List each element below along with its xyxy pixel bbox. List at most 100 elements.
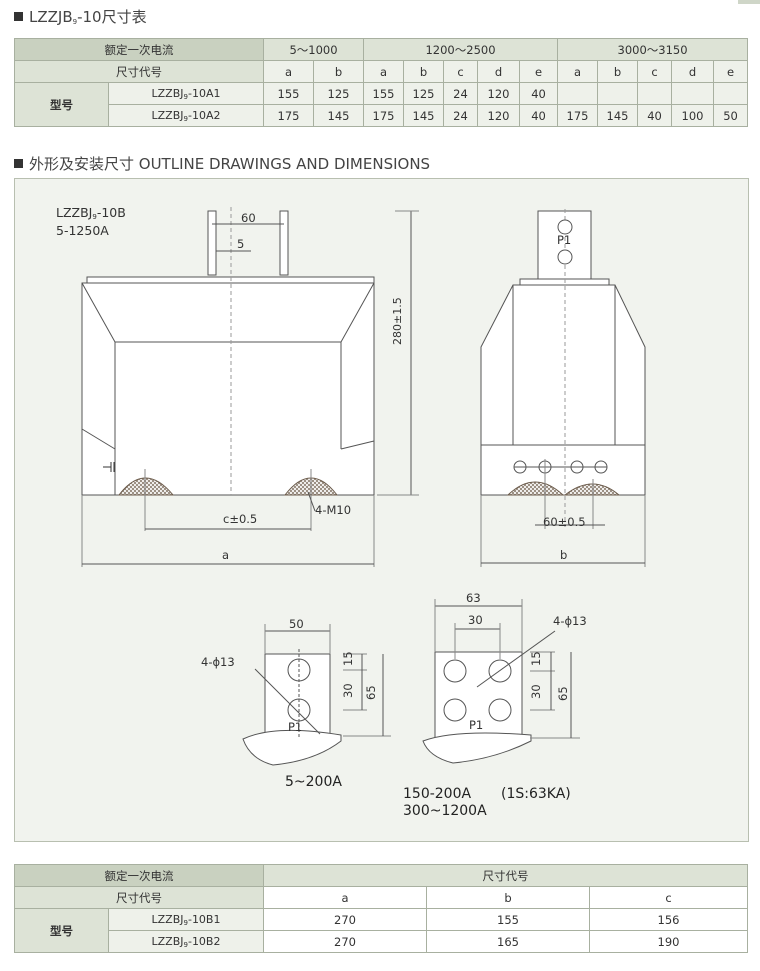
outline-drawing-panel xyxy=(14,178,749,842)
value-cell: 156 xyxy=(588,908,749,931)
code-cell: a xyxy=(263,60,314,83)
model-name: LZZBJ9-10A1 xyxy=(108,82,264,105)
value-cell: 175 xyxy=(557,104,599,127)
table-row: 额定一次电流 尺寸代号 xyxy=(14,864,749,887)
value-cell xyxy=(597,82,639,105)
model-name: LZZBJ9-10A2 xyxy=(108,104,264,127)
label-p1-right: P1 xyxy=(469,718,484,732)
caption-right-1: 150-200A xyxy=(403,786,472,802)
model-label: 型号 xyxy=(14,908,109,953)
label-p1-side: P1 xyxy=(557,233,572,247)
model-name: LZZBJ9-10B1 xyxy=(108,908,264,931)
corner-mark xyxy=(738,0,760,4)
table-row: 型号 LZZBJ9-10A1 155 125 155 125 24 120 40 xyxy=(14,82,749,127)
value-cell: 40 xyxy=(518,104,559,127)
dimension-table-a: 额定一次电流 5～1000 1200～2500 3000～3150 尺寸代号 a… xyxy=(14,38,749,127)
code-cell: d xyxy=(671,60,715,83)
code-cell: a xyxy=(363,60,404,83)
model-label: 型号 xyxy=(14,82,109,127)
dim-50: 50 xyxy=(289,617,304,631)
value-cell: 270 xyxy=(263,930,427,953)
value-cell: 125 xyxy=(403,82,444,105)
dim-30-right: 30 xyxy=(529,684,543,699)
code-cell: c xyxy=(443,60,478,83)
dim-63: 63 xyxy=(466,591,481,605)
section-title-outline: 外形及安装尺寸 OUTLINE DRAWINGS AND DIMENSIONS xyxy=(14,153,430,174)
value-cell: 190 xyxy=(588,930,749,953)
value-cell: 24 xyxy=(443,104,478,127)
dim-65-right: 65 xyxy=(556,686,570,701)
value-cell: 175 xyxy=(363,104,404,127)
value-cell: 145 xyxy=(597,104,639,127)
value-cell: 175 xyxy=(263,104,314,127)
code-cell: b xyxy=(426,886,590,909)
dim-15-left: 15 xyxy=(341,651,355,666)
header-size-code-span: 尺寸代号 xyxy=(262,864,749,887)
value-cell: 155 xyxy=(263,82,314,105)
terminal-bar-right xyxy=(279,210,289,276)
model-name: LZZBJ9-10B2 xyxy=(108,930,264,953)
table-row: 额定一次电流 5～1000 1200～2500 3000～3150 xyxy=(14,38,749,61)
dimension-table-b: 额定一次电流 尺寸代号 尺寸代号 a b c 型号 LZZBJ9-10B1 27… xyxy=(14,864,749,953)
value-cell: 270 xyxy=(263,908,427,931)
code-cell: a xyxy=(557,60,599,83)
code-cell: c xyxy=(588,886,749,909)
value-cell: 145 xyxy=(313,104,364,127)
code-cell: b xyxy=(403,60,444,83)
dim-c: c±0.5 xyxy=(223,512,258,526)
header-rated-current: 额定一次电流 xyxy=(14,38,264,61)
dim-5: 5 xyxy=(237,237,245,251)
dim-30-left: 30 xyxy=(341,683,355,698)
header-size-code: 尺寸代号 xyxy=(14,886,264,909)
dim-15-right: 15 xyxy=(529,651,543,666)
value-cell xyxy=(557,82,599,105)
drawing-range: 5-1250A xyxy=(56,223,109,238)
value-cell xyxy=(713,82,749,105)
section-title-dimensions: LZZJB9-10尺寸表 xyxy=(14,6,147,27)
value-cell: 120 xyxy=(477,82,520,105)
dim-4-m10: 4-M10 xyxy=(315,503,352,517)
code-cell: c xyxy=(637,60,673,83)
value-cell xyxy=(671,82,715,105)
code-cell: b xyxy=(597,60,639,83)
caption-left: 5~200A xyxy=(285,774,342,790)
square-bullet-icon xyxy=(14,159,23,168)
header-size-code: 尺寸代号 xyxy=(14,60,264,83)
transformer-body-front xyxy=(81,282,375,496)
code-cell: e xyxy=(713,60,749,83)
value-cell: 100 xyxy=(671,104,715,127)
value-cell: 165 xyxy=(426,930,590,953)
value-cell: 50 xyxy=(713,104,749,127)
caption-right-2: 300~1200A xyxy=(403,803,487,819)
dim-280: 280±1.5 xyxy=(391,297,404,345)
header-range: 3000～3150 xyxy=(557,38,749,61)
value-cell: 125 xyxy=(313,82,364,105)
table-row: 尺寸代号 a b a b c d e a b c d e xyxy=(14,60,749,83)
header-range: 5～1000 xyxy=(263,38,364,61)
label-p1-left: P1 xyxy=(288,720,303,734)
transformer-body-side xyxy=(480,284,646,496)
value-cell: 24 xyxy=(443,82,478,105)
dim-65-left: 65 xyxy=(364,685,378,700)
value-cell xyxy=(637,82,673,105)
value-cell: 40 xyxy=(518,82,559,105)
value-cell: 145 xyxy=(403,104,444,127)
table-row: LZZBJ9-10B2 270 165 190 xyxy=(14,930,749,953)
code-cell: d xyxy=(477,60,520,83)
table-row: 尺寸代号 a b c xyxy=(14,886,749,909)
value-cell: 120 xyxy=(477,104,520,127)
code-cell: b xyxy=(313,60,364,83)
value-cell: 155 xyxy=(363,82,404,105)
table-row: LZZBJ9-10A2 175 145 175 145 24 120 40 17… xyxy=(14,104,749,127)
dim-30-right-top: 30 xyxy=(468,613,483,627)
drawing-model: LZZBJ9-10B xyxy=(56,205,126,221)
outline-drawing xyxy=(81,207,646,766)
value-cell: 40 xyxy=(637,104,673,127)
caption-right-1b: (1S:63KA) xyxy=(501,786,571,802)
code-cell: e xyxy=(518,60,559,83)
dim-a: a xyxy=(222,548,230,562)
terminal-bar-left xyxy=(207,210,217,276)
value-cell: 155 xyxy=(426,908,590,931)
dim-holes-right: 4-ϕ13 xyxy=(553,614,587,628)
dim-60-tolerance: 60±0.5 xyxy=(543,515,586,529)
